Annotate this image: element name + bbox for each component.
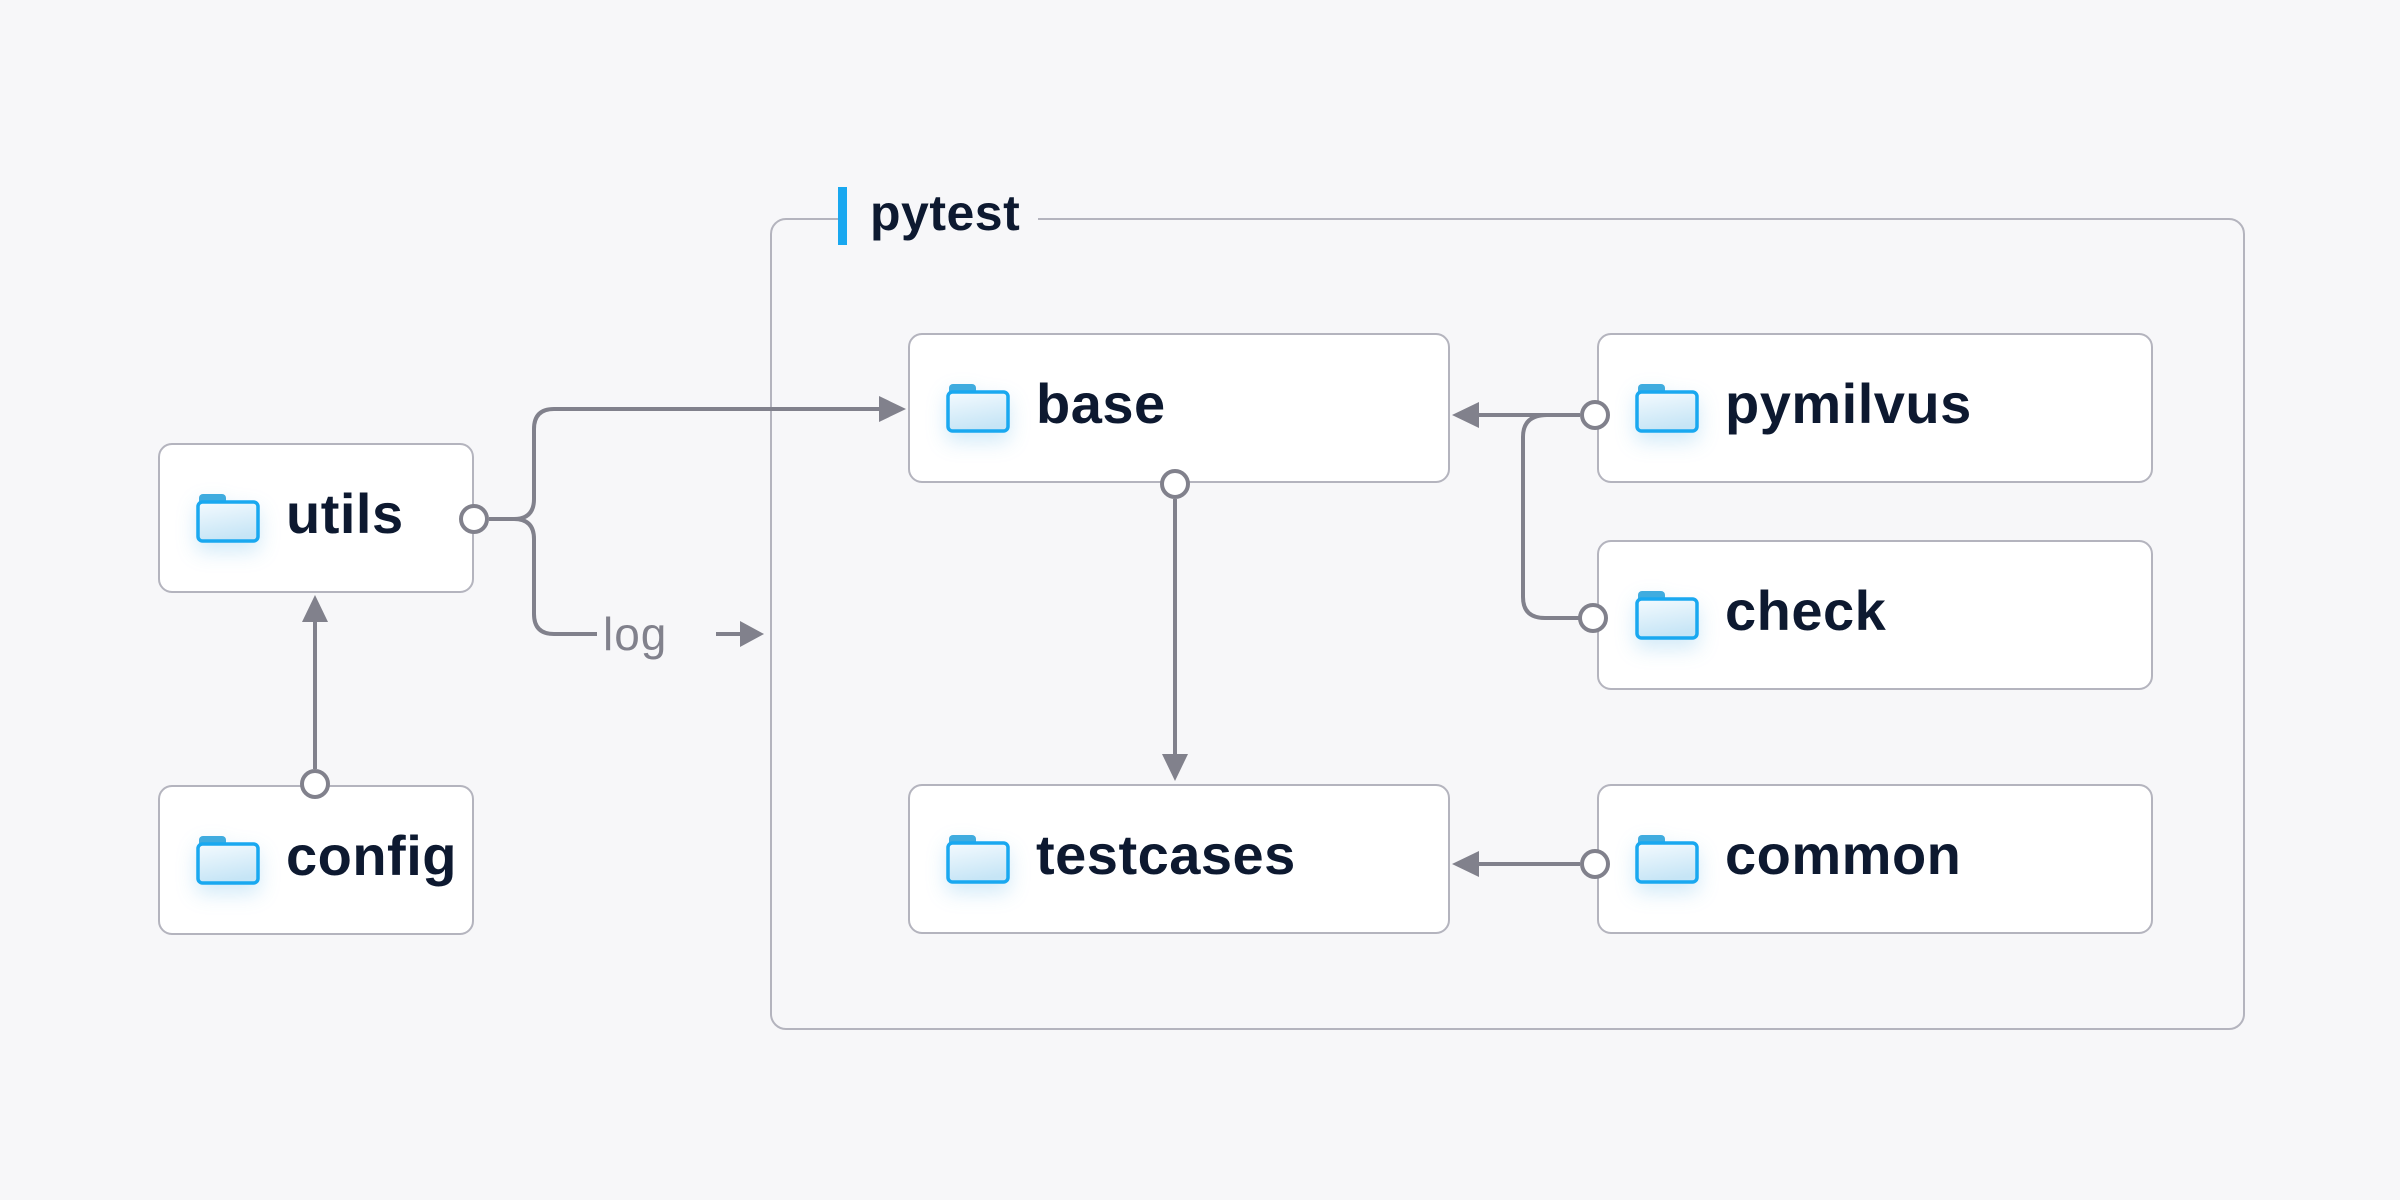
folder-icon bbox=[946, 834, 1010, 884]
node-check-label: check bbox=[1725, 579, 1887, 642]
node-pymilvus: pymilvus bbox=[1597, 333, 2153, 483]
node-utils: utils bbox=[158, 443, 474, 593]
edge-label-log: log bbox=[603, 608, 668, 660]
folder-icon bbox=[196, 835, 260, 885]
node-testcases: testcases bbox=[908, 784, 1450, 934]
folder-icon bbox=[946, 383, 1010, 433]
node-config: config bbox=[158, 785, 474, 935]
node-check: check bbox=[1597, 540, 2153, 690]
node-common: common bbox=[1597, 784, 2153, 934]
node-testcases-label: testcases bbox=[1036, 823, 1296, 886]
pytest-group-label: pytest bbox=[838, 185, 1039, 246]
node-utils-label: utils bbox=[286, 482, 404, 545]
node-config-label: config bbox=[286, 824, 457, 887]
pytest-group-box bbox=[770, 218, 2245, 1030]
folder-icon bbox=[196, 493, 260, 543]
arrowhead-right-icon bbox=[740, 621, 764, 647]
node-common-label: common bbox=[1725, 823, 1962, 886]
folder-icon bbox=[1635, 590, 1699, 640]
arrowhead-up-icon bbox=[302, 595, 328, 622]
edge-line bbox=[513, 517, 597, 636]
accent-bar-icon bbox=[838, 187, 847, 245]
folder-icon bbox=[1635, 834, 1699, 884]
node-base-label: base bbox=[1036, 372, 1166, 435]
node-base: base bbox=[908, 333, 1450, 483]
folder-icon bbox=[1635, 383, 1699, 433]
edge-config-utils bbox=[300, 595, 330, 799]
group-title: pytest bbox=[870, 185, 1021, 241]
node-pymilvus-label: pymilvus bbox=[1725, 372, 1972, 435]
